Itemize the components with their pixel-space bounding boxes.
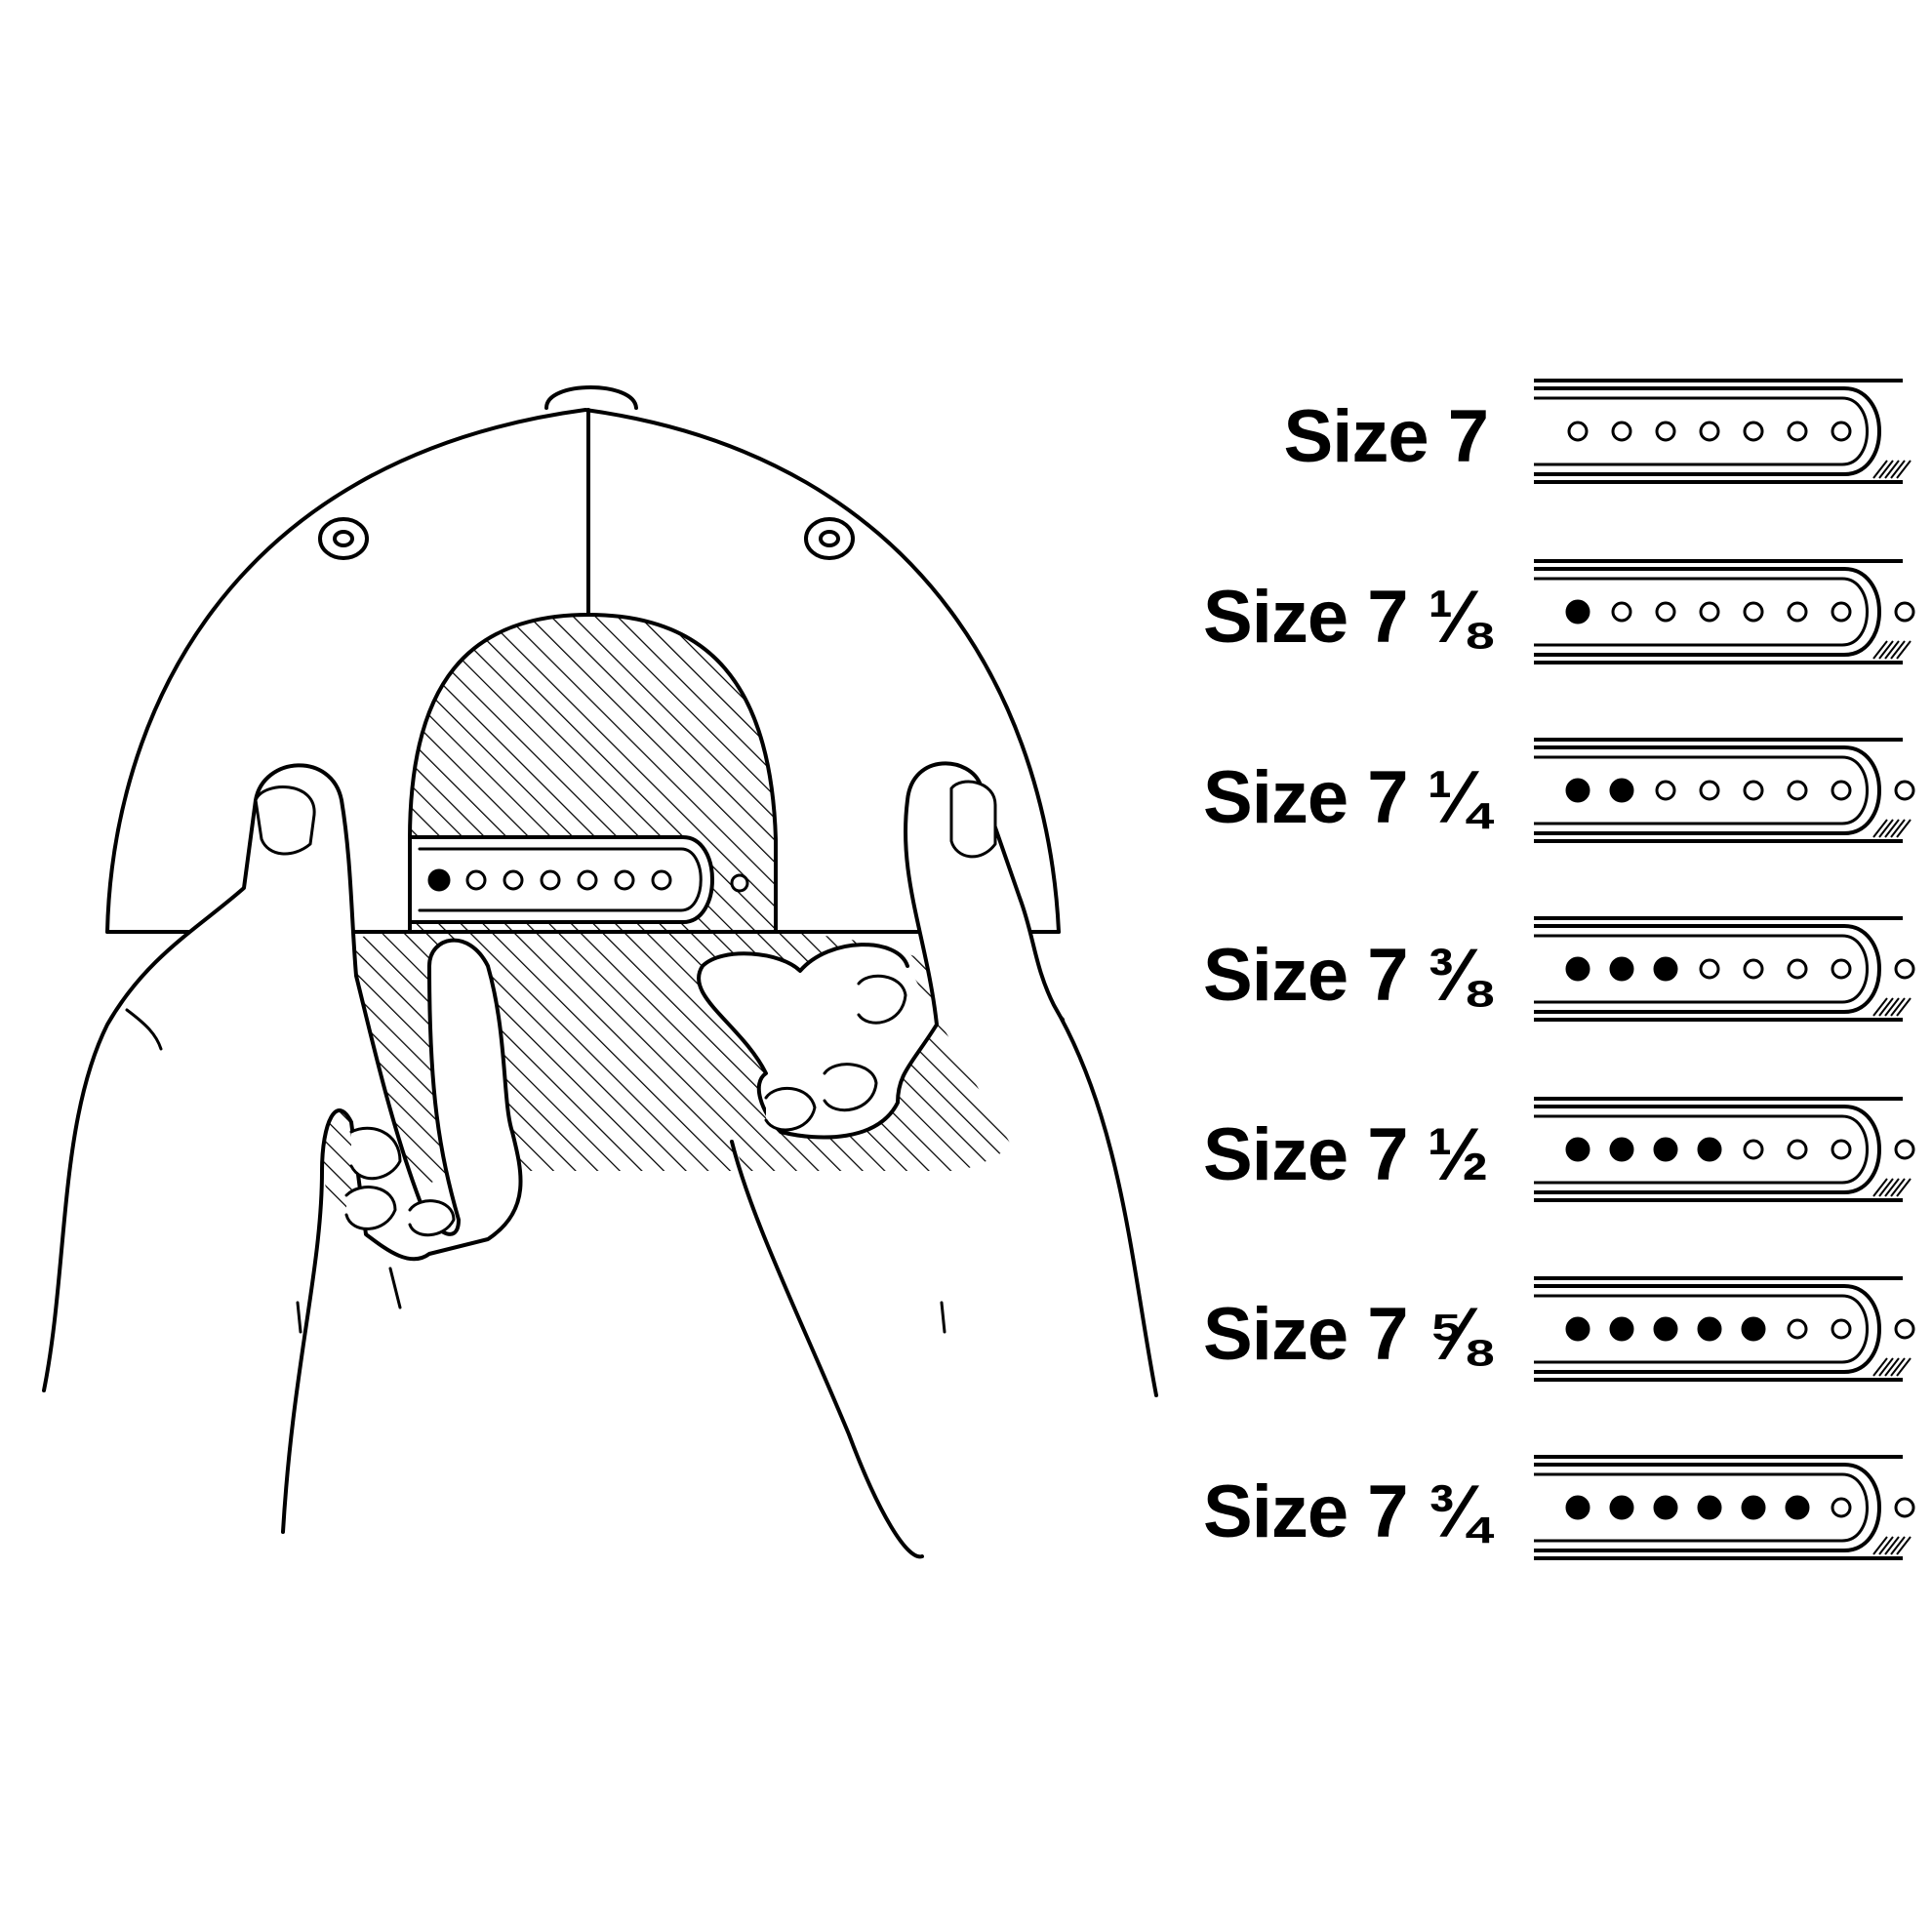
strap-hole-empty [1699, 780, 1720, 801]
strap-hole-filled [1565, 778, 1590, 803]
hat-strap-hole-empty [465, 869, 487, 891]
strap-hole-empty [1787, 958, 1808, 980]
strap-hole-filled [1653, 1137, 1678, 1162]
strap-hole-empty [1831, 601, 1852, 623]
strap-hole-filled [1653, 1316, 1678, 1342]
strap-hole-filled [1741, 1495, 1766, 1520]
strap-inner-outline [1534, 934, 1869, 1004]
hat-eyelet-right [804, 517, 855, 560]
size-label-7: Size 7 [1283, 395, 1489, 478]
size-label-7-1-8: Size 7 ⅛ [1203, 576, 1489, 659]
hat-strap-holes [427, 868, 672, 892]
strap-inner-outline [1534, 1114, 1869, 1185]
hat-strap-hole-empty [540, 869, 561, 891]
strap-hole-empty [1831, 1139, 1852, 1160]
size-label-7-3-8: Size 7 ⅜ [1203, 934, 1489, 1017]
strap-hole-empty [1655, 421, 1676, 442]
strap-hole-filled [1653, 956, 1678, 982]
hat-strap-hole-empty [651, 869, 672, 891]
strap-hole-empty [1787, 601, 1808, 623]
strap-hole-empty [1699, 601, 1720, 623]
strap-inner-outline [1534, 1472, 1869, 1543]
strap-row-2 [1534, 738, 1915, 843]
strap-hole-empty [1831, 1318, 1852, 1340]
hat-strap [408, 835, 714, 924]
strap-hole-empty [1611, 601, 1632, 623]
strap-hole-empty [1611, 421, 1632, 442]
strap-hole-empty [1655, 601, 1676, 623]
strap-hole-filled [1609, 778, 1634, 803]
right-hand [697, 761, 1158, 1559]
hat-strap-hole-filled [427, 868, 451, 892]
strap-row-4 [1534, 1097, 1915, 1202]
hat-strap-hole-empty [614, 869, 635, 891]
strap-hole-empty [1787, 1139, 1808, 1160]
strap-hole-empty [1699, 421, 1720, 442]
strap-hole-empty [1787, 1318, 1808, 1340]
size-label-7-5-8: Size 7 ⅝ [1203, 1293, 1489, 1376]
strap-row-1 [1534, 559, 1915, 664]
strap-hole-filled [1609, 1495, 1634, 1520]
strap-hole-empty [1743, 1139, 1764, 1160]
strap-row-5 [1534, 1276, 1915, 1382]
strap-inner-outline [1534, 577, 1869, 647]
strap-hole-empty [1787, 421, 1808, 442]
strap-inner-outline [1534, 755, 1869, 825]
size-label-7-3-4: Size 7 ¾ [1203, 1470, 1489, 1553]
strap-hole-filled [1565, 1316, 1590, 1342]
strap-hole-filled [1697, 1495, 1722, 1520]
strap-hole-filled [1741, 1316, 1766, 1342]
strap-hole-empty [1699, 958, 1720, 980]
size-label-7-1-4: Size 7 ¼ [1203, 756, 1489, 839]
strap-hole-empty [1743, 780, 1764, 801]
strap-hole-filled [1609, 1316, 1634, 1342]
hat-button [544, 385, 638, 410]
hat-strap-hole-empty [503, 869, 524, 891]
strap-hole-empty [1831, 1497, 1852, 1518]
strap-hole-filled [1565, 1495, 1590, 1520]
strap-hole-empty [1831, 958, 1852, 980]
strap-hole-filled [1609, 956, 1634, 982]
strap-hole-filled [1609, 1137, 1634, 1162]
strap-hole-empty [1743, 601, 1764, 623]
strap-hole-empty [1567, 421, 1589, 442]
strap-hole-empty [1743, 421, 1764, 442]
strap-hole-filled [1697, 1316, 1722, 1342]
strap-inner-outline [1534, 1294, 1869, 1364]
strap-hole-empty [1787, 780, 1808, 801]
strap-row-0 [1534, 379, 1912, 484]
size-label-7-1-2: Size 7 ½ [1203, 1113, 1489, 1196]
strap-hole-empty [1743, 958, 1764, 980]
strap-hole-filled [1565, 599, 1590, 624]
strap-row-3 [1534, 916, 1915, 1022]
strap-hole-filled [1565, 1137, 1590, 1162]
strap-hole-empty [1831, 421, 1852, 442]
strap-hole-empty [1655, 780, 1676, 801]
strap-inner-outline [1534, 396, 1869, 466]
strap-hole-filled [1565, 956, 1590, 982]
hat-strap-hole-empty [577, 869, 598, 891]
strap-hole-filled [1785, 1495, 1810, 1520]
strap-row-6 [1534, 1455, 1915, 1560]
strap-hole-filled [1697, 1137, 1722, 1162]
strap-hole-empty [1831, 780, 1852, 801]
hat-eyelet-left [318, 517, 369, 560]
strap-hole-filled [1653, 1495, 1678, 1520]
